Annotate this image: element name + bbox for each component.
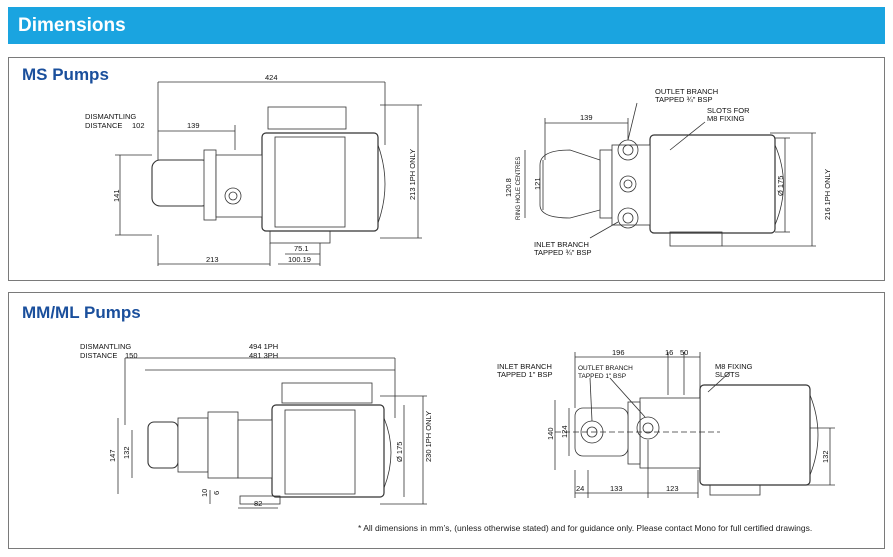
ms-inlet-label: INLET BRANCH [534, 240, 589, 249]
mm-end-height-132: 132 [821, 450, 830, 463]
ms-outlet-size: TAPPED ¾" BSP [655, 95, 713, 104]
mm-height-230: 230 1PH ONLY [424, 411, 433, 462]
section-header: Dimensions [8, 7, 885, 44]
mm-end-dim-16: 16 [665, 348, 673, 357]
mm-outlet-label: OUTLET BRANCH [578, 365, 633, 372]
ms-side-view [115, 81, 422, 266]
mm-dismantling-label: DISMANTLING [80, 342, 131, 351]
mm-fixing-label: M8 FIXING [715, 362, 753, 371]
mm-length-1ph: 494 1PH [249, 342, 278, 351]
ms-slots-size: M8 FIXING [707, 114, 745, 123]
ms-height-141: 141 [112, 189, 121, 202]
mm-pumps-panel: MM/ML Pumps [8, 292, 885, 549]
mm-side-view [117, 357, 427, 509]
mm-height-10: 10 [200, 489, 209, 497]
section-title: Dimensions [18, 15, 126, 36]
mm-inlet-size: TAPPED 1" BSP [497, 370, 552, 379]
ms-distance-label: DISTANCE [85, 121, 122, 130]
mm-dim-82: 82 [254, 499, 262, 508]
mm-end-dim-50: 50 [680, 348, 688, 357]
mm-outlet-size: TAPPED 1" BSP [578, 373, 626, 380]
mm-height-6: 6 [212, 491, 221, 495]
ms-end-height-216: 216 1PH ONLY [823, 169, 832, 220]
mm-fixing-slots: SLOTS [715, 370, 740, 379]
mm-end-height-140: 140 [546, 427, 555, 440]
ms-dim-100: 100.19 [288, 255, 311, 264]
ms-dim-139: 139 [187, 121, 200, 130]
ms-dismantling-label: DISMANTLING [85, 112, 136, 121]
ms-pumps-panel: MS Pumps [8, 57, 885, 281]
mm-end-dim-24: 24 [576, 484, 584, 493]
mm-end-dim-196: 196 [612, 348, 625, 357]
mm-end-height-124: 124 [560, 425, 569, 438]
mm-length-3ph: 481 3PH [249, 351, 278, 360]
ms-outlet-label: OUTLET BRANCH [655, 87, 718, 96]
ms-distance-value: 102 [132, 121, 145, 130]
mm-height-132: 132 [122, 446, 131, 459]
footnote: * All dimensions in mm’s, (unless otherw… [358, 523, 813, 533]
mm-end-view [554, 352, 835, 498]
mm-distance-value: 150 [125, 351, 138, 360]
mm-dia-175: Ø 175 [395, 442, 404, 462]
mm-pumps-title: MM/ML Pumps [22, 303, 141, 322]
ms-dim-75: 75.1 [294, 244, 309, 253]
ms-end-dia-175: Ø 175 [776, 176, 785, 196]
ms-inlet-size: TAPPED ¾" BSP [534, 248, 592, 257]
mm-distance-label: DISTANCE [80, 351, 117, 360]
ms-slots-label: SLOTS FOR [707, 106, 750, 115]
ms-end-dim-139: 139 [580, 113, 593, 122]
ms-end-height-121: 121 [533, 177, 542, 190]
ms-ring-hole-label: RING HOLE CENTRES [516, 157, 522, 220]
ms-end-view [524, 102, 816, 247]
mm-inlet-label: INLET BRANCH [497, 362, 552, 371]
ms-height-213: 213 1PH ONLY [408, 149, 417, 200]
ms-total-length: 424 [265, 73, 278, 82]
ms-end-height-120: 120.8 [504, 178, 513, 197]
mm-end-dim-133: 133 [610, 484, 623, 493]
mm-end-dim-123: 123 [666, 484, 679, 493]
ms-dim-213: 213 [206, 255, 219, 264]
ms-pumps-title: MS Pumps [22, 65, 109, 84]
mm-height-147: 147 [108, 449, 117, 462]
